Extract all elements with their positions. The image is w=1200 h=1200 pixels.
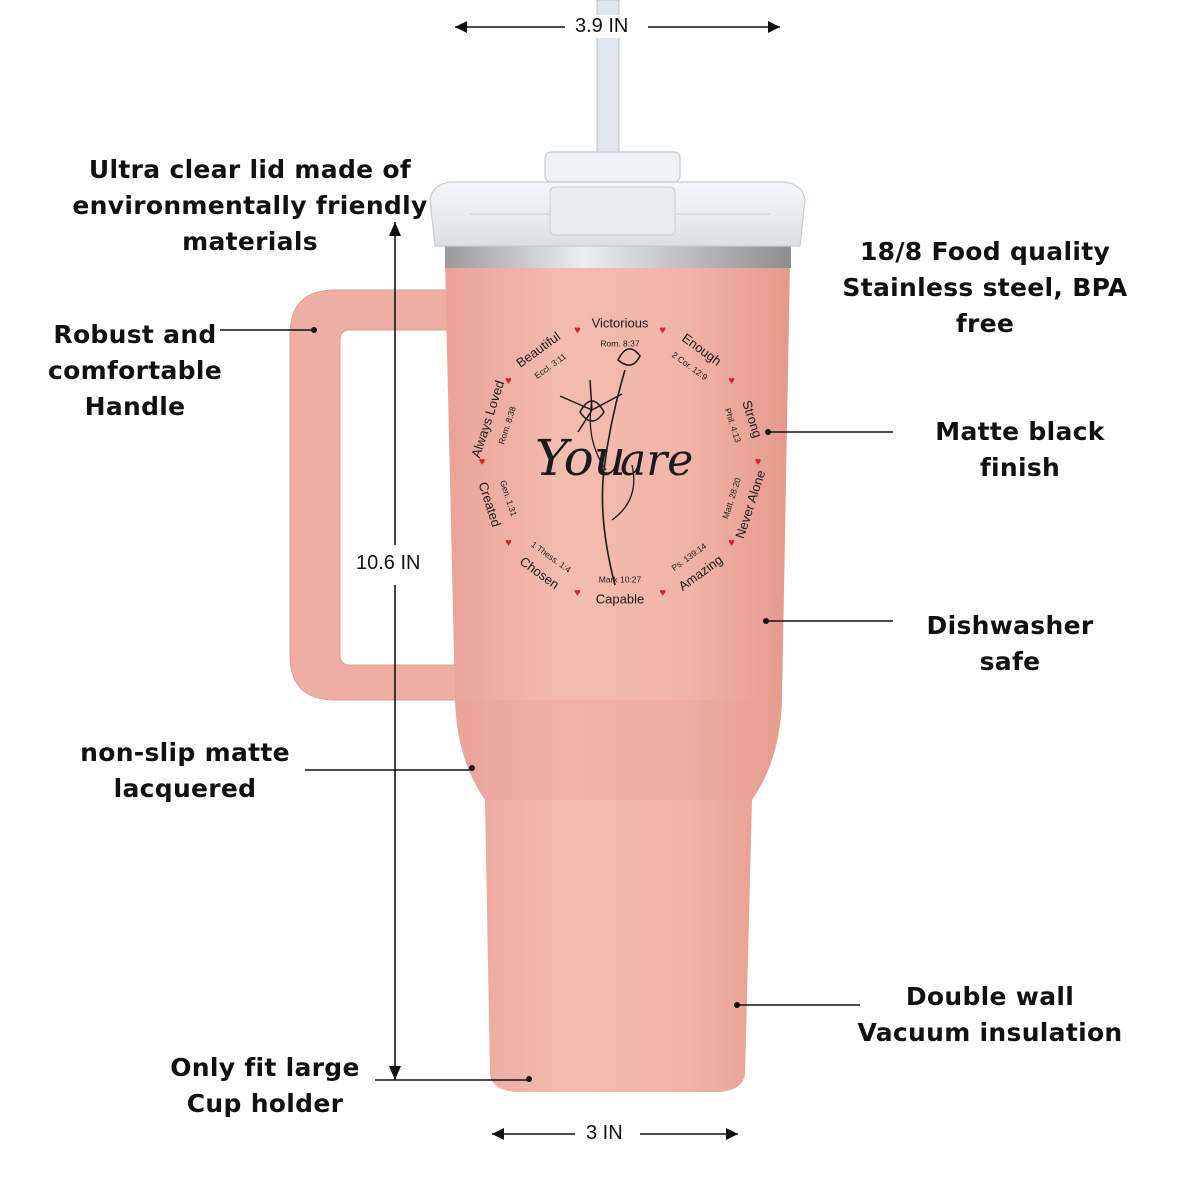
heart-icon: ♥ — [659, 325, 666, 337]
engraving — [559, 348, 641, 586]
steel-callout-line2: Stainless steel, BPA free — [842, 273, 1128, 338]
cup-holder-callout: Only fit large Cup holder — [150, 1050, 380, 1122]
insulation-callout: Double wall Vacuum insulation — [850, 979, 1130, 1051]
handle-callout-line3: Handle — [84, 392, 186, 421]
dimension-height: 10.6 IN — [350, 552, 427, 575]
heart-icon: ♥ — [505, 537, 512, 549]
lid-callout: Ultra clear lid made of environmentally … — [60, 152, 440, 260]
cup-holder-callout-line1: Only fit large — [170, 1053, 360, 1082]
lid-callout-line2: environmentally friendly — [72, 191, 428, 220]
cup-holder-callout-line2: Cup holder — [186, 1089, 344, 1118]
finish-callout: Matte black finish — [935, 417, 1105, 482]
heart-icon: ♥ — [574, 587, 581, 599]
ring-word: Capable — [596, 591, 644, 606]
steel-callout-line1: 18/8 Food quality — [859, 237, 1111, 266]
heart-icon: ♥ — [728, 537, 735, 549]
clear-lid — [429, 151, 806, 247]
engraving-title-script: You — [535, 429, 626, 487]
heart-icon: ♥ — [728, 375, 735, 387]
engraving-title-word: are — [620, 435, 693, 486]
non-slip-callout: non-slip matte lacquered — [60, 735, 310, 807]
heart-icon: ♥ — [479, 456, 486, 468]
ring-reference: Mark 10:27 — [599, 574, 642, 584]
ring-reference: Rom. 8:37 — [600, 338, 639, 348]
insulation-callout-line2: Vacuum insulation — [857, 1018, 1123, 1047]
handle-callout-line1: Robust and — [53, 320, 217, 349]
lid-callout-line1: Ultra clear lid made of — [88, 155, 412, 184]
handle-callout: Robust and comfortable Handle — [40, 317, 230, 425]
tumbler-body — [445, 262, 790, 1092]
handle-callout-line2: comfortable — [48, 356, 222, 385]
insulation-callout-line1: Double wall — [905, 982, 1075, 1011]
ring-word: Victorious — [592, 315, 649, 330]
dimension-top-width: 3.9 IN — [569, 15, 635, 38]
heart-icon: ♥ — [659, 587, 666, 599]
dimension-bottom-width: 3 IN — [580, 1122, 629, 1145]
non-slip-callout-line2: lacquered — [113, 774, 257, 803]
steel-callout: 18/8 Food quality Stainless steel, BPA f… — [810, 234, 1160, 342]
lid-callout-line3: materials — [182, 227, 318, 256]
heart-icon: ♥ — [505, 375, 512, 387]
steel-rim — [445, 246, 791, 268]
non-slip-callout-line1: non-slip matte — [80, 738, 290, 767]
heart-icon: ♥ — [755, 456, 762, 468]
dishwasher-callout: Dishwasher safe — [926, 611, 1094, 676]
heart-icon: ♥ — [574, 325, 581, 337]
handle — [289, 289, 461, 701]
